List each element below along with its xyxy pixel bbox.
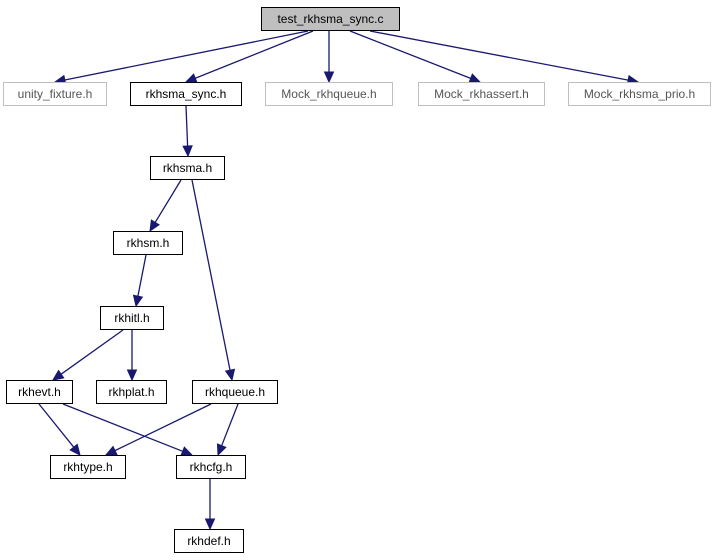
node-rkhitl-h[interactable]: rkhitl.h: [100, 306, 164, 330]
edge-rkhsma_sync_h-to-rkhsma_h: [185, 105, 189, 147]
edge-rkhsma_h-to-rkhsm_h: [154, 179, 182, 223]
node-rkhplat-h[interactable]: rkhplat.h: [96, 380, 167, 404]
arrowhead-rkhcfg_h: [216, 443, 227, 457]
edge-test_rkhsma_sync_c-to-mock_rkhsma_prio_h: [369, 30, 629, 81]
edge-rkhqueue_h-to-rkhtype_h: [114, 403, 212, 452]
edge-rkhsm_h-to-rkhitl_h: [137, 254, 147, 297]
edge-test_rkhsma_sync_c-to-rkhsma_sync_h: [195, 30, 314, 79]
edge-rkhsma_h-to-rkhqueue_h: [191, 179, 231, 371]
edge-test_rkhsma_sync_c-to-unity_fixture_h: [64, 30, 309, 81]
node-rkhtype-h[interactable]: rkhtype.h: [50, 455, 126, 479]
arrowhead-mock_rkhqueue_h: [323, 71, 335, 84]
edge-rkhqueue_h-to-rkhcfg_h: [221, 403, 239, 446]
arrowhead-rkhqueue_h: [224, 368, 236, 382]
arrowhead-rkhtype_h: [104, 445, 118, 456]
node-rkhsm-h[interactable]: rkhsm.h: [113, 231, 183, 255]
node-unity-fixture-h[interactable]: unity_fixture.h: [3, 82, 107, 106]
node-rkhevt-h[interactable]: rkhevt.h: [6, 380, 73, 404]
arrowhead-rkhsma_h: [182, 145, 193, 158]
arrowhead-rkhitl_h: [132, 294, 144, 308]
edge-rkhitl_h-to-rkhevt_h: [60, 329, 124, 375]
edge-test_rkhsma_sync_c-to-mock_rkhassert_h: [349, 30, 471, 79]
arrowhead-rkhtype_h: [69, 443, 81, 456]
node-rkhqueue-h[interactable]: rkhqueue.h: [192, 380, 278, 404]
node-test-rkhsma-sync-c[interactable]: test_rkhsma_sync.c: [261, 7, 400, 31]
edge-rkhevt_h-to-rkhtype_h: [38, 403, 75, 448]
node-rkhdef-h[interactable]: rkhdef.h: [174, 529, 244, 553]
arrowhead-rkhplat_h: [126, 369, 138, 382]
arrowhead-rkhdef_h: [204, 518, 216, 531]
arrowhead-rkhsm_h: [149, 219, 160, 233]
node-rkhsma-h[interactable]: rkhsma.h: [150, 156, 225, 180]
node-mock-rkhassert-h[interactable]: Mock_rkhassert.h: [418, 82, 545, 106]
edge-rkhevt_h-to-rkhcfg_h: [62, 403, 183, 452]
node-rkhcfg-h[interactable]: rkhcfg.h: [176, 455, 246, 479]
node-mock-rkhsma-prio-h[interactable]: Mock_rkhsma_prio.h: [568, 82, 711, 106]
node-rkhsma-sync-h[interactable]: rkhsma_sync.h: [130, 82, 242, 106]
arrowhead-rkhevt_h: [52, 369, 65, 381]
node-mock-rkhqueue-h[interactable]: Mock_rkhqueue.h: [265, 82, 393, 106]
